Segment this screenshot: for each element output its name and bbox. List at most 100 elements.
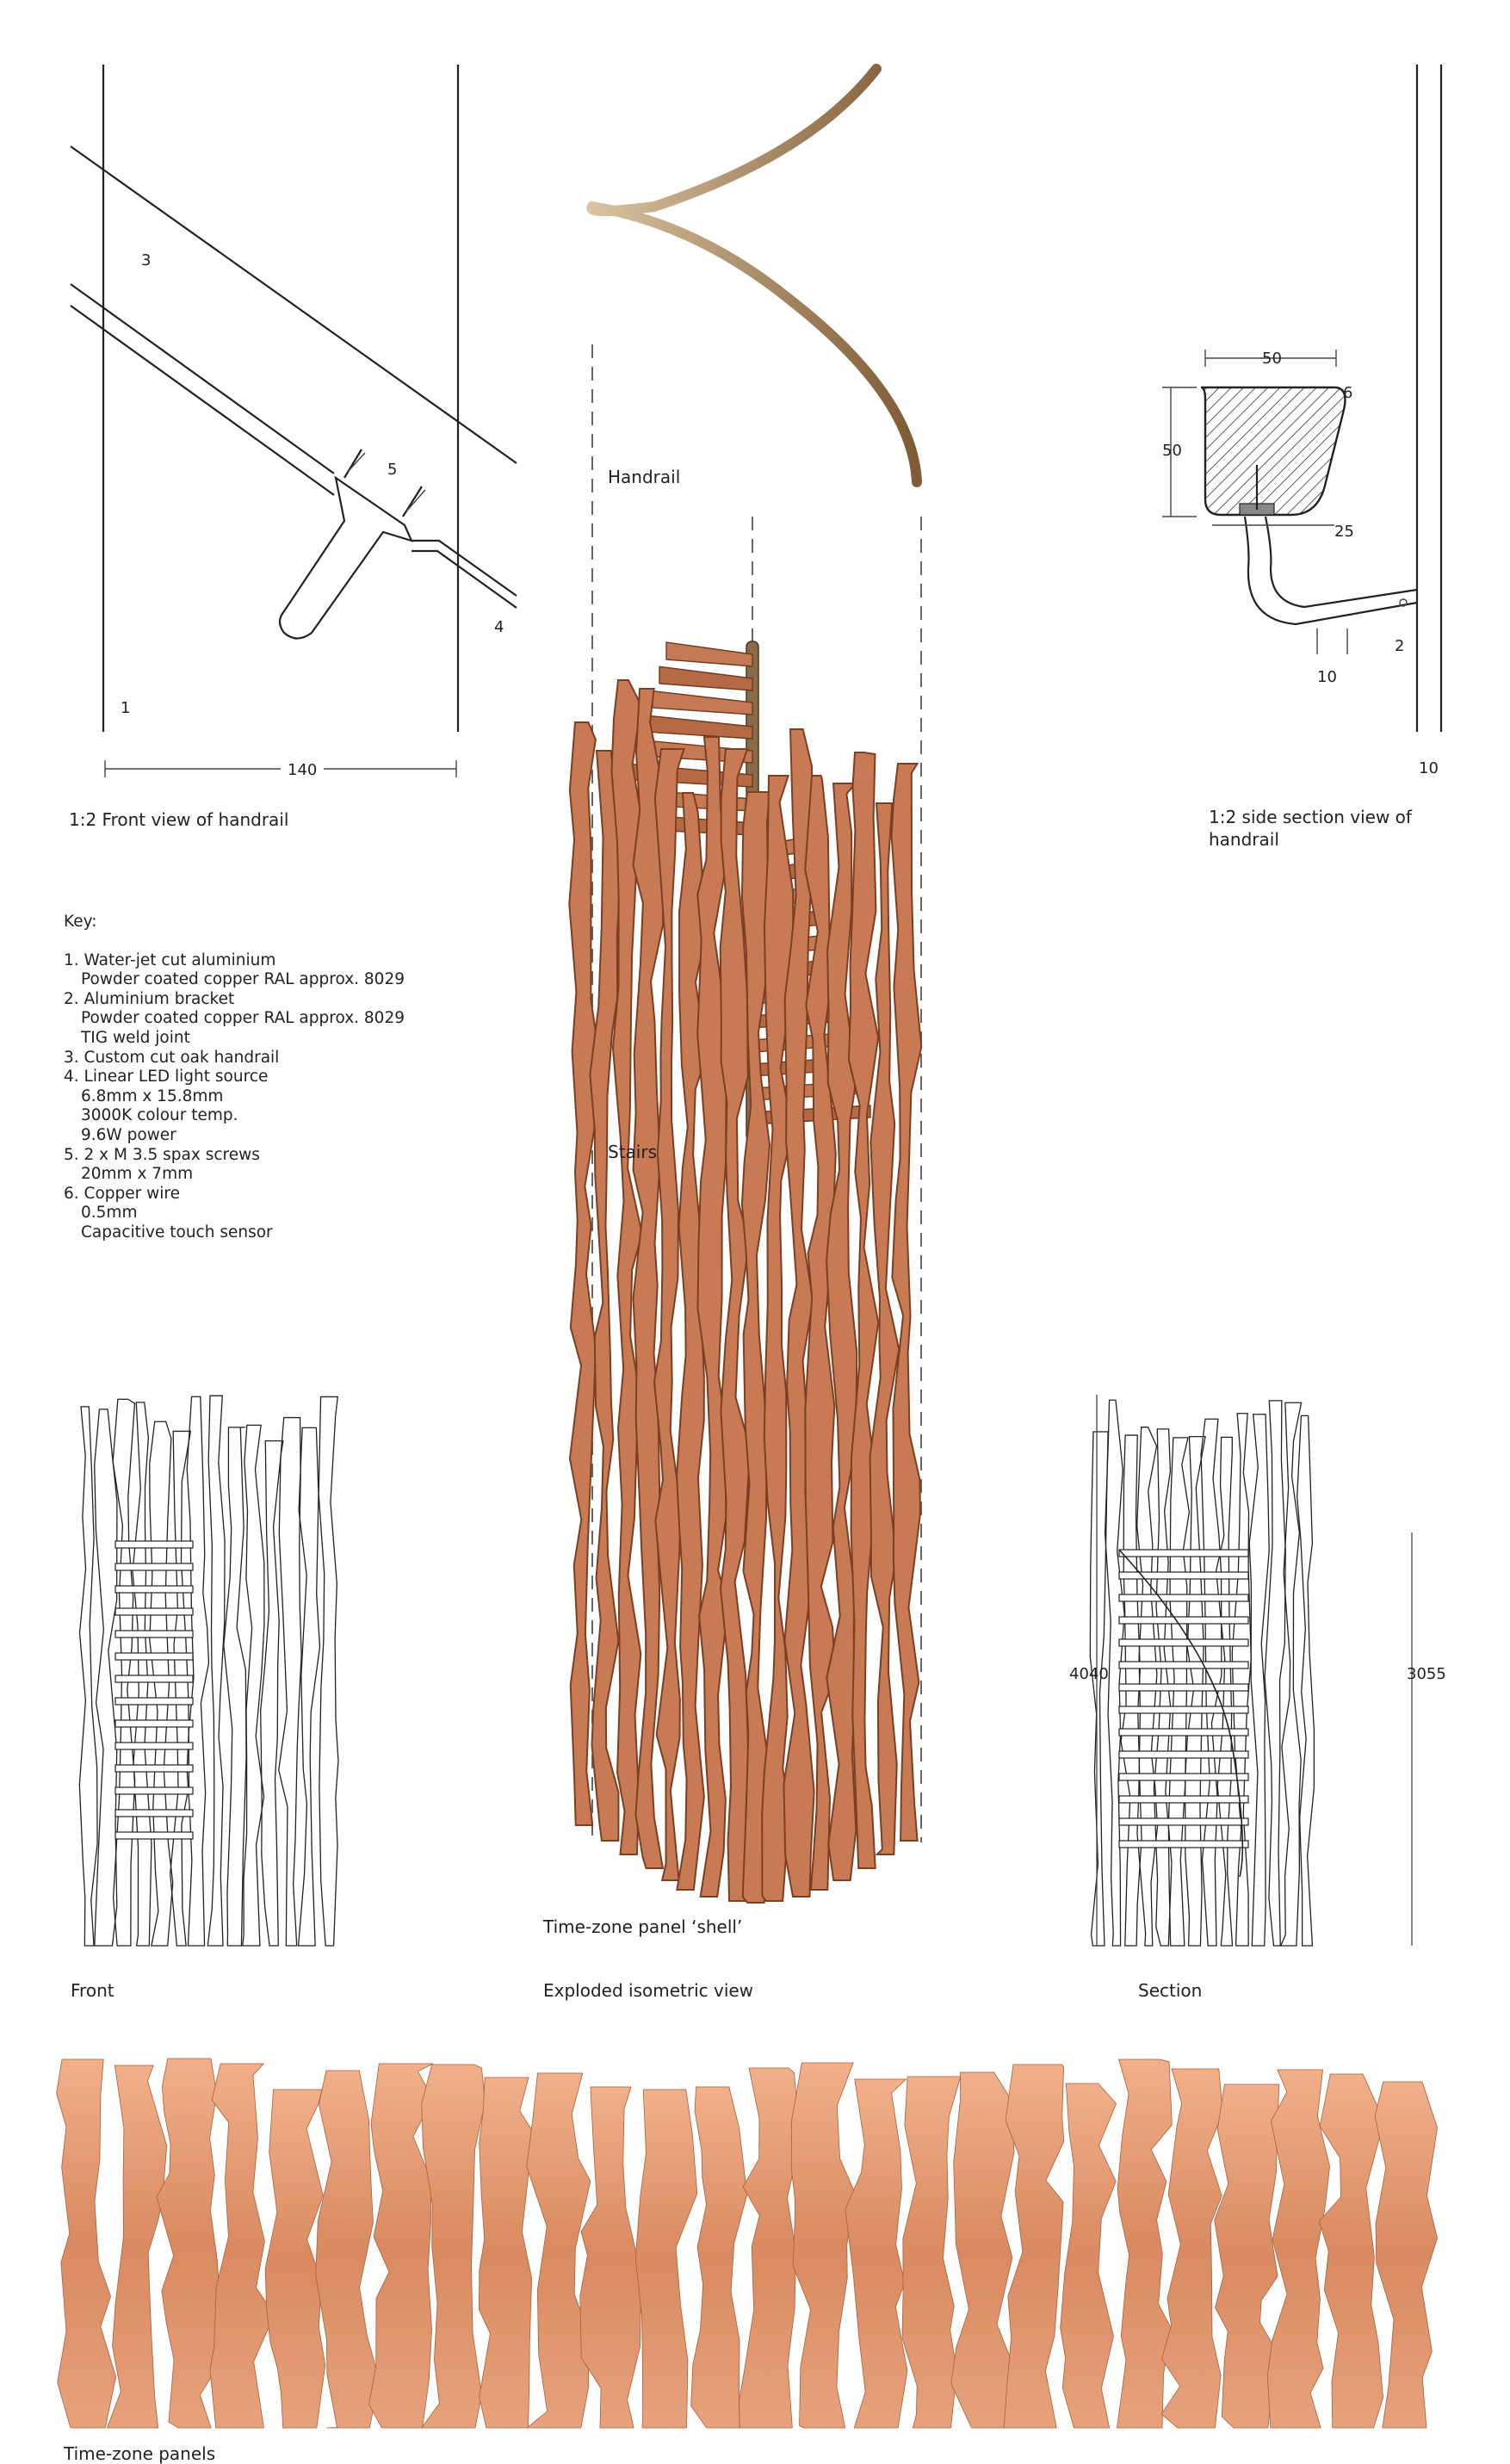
shell-strip: [653, 748, 685, 1881]
key-item-4-detail-c: 9.6W power: [81, 1125, 176, 1144]
elevation-strip: [1153, 1428, 1173, 1947]
handrail-label: Handrail: [608, 467, 681, 487]
front-elevation-drawing: [78, 1395, 339, 1947]
elevation-strip: [278, 1416, 302, 1947]
section-handrail-line: [1118, 1549, 1244, 1878]
time-zone-panel-strip: [1266, 2069, 1330, 2429]
key-item-1-detail: Powder coated copper RAL approx. 8029: [81, 970, 405, 989]
shell-strip: [804, 775, 837, 1891]
time-zone-panel-strip: [209, 2063, 275, 2429]
elevation-tread: [1118, 1750, 1249, 1759]
elevation-strip: [242, 1424, 265, 1947]
section-elevation-drawing: [1089, 1395, 1413, 1947]
key-item-3: 3. Custom cut oak handrail: [64, 1048, 280, 1067]
elevation-strip: [1185, 1435, 1206, 1947]
elevation-strip: [1248, 1414, 1270, 1947]
elevation-tread: [1118, 1638, 1249, 1647]
time-zone-panel-strip: [156, 2058, 221, 2429]
key-item-4: 4. Linear LED light source: [64, 1068, 269, 1087]
elevation-tread: [114, 1652, 194, 1661]
elevation-strip: [297, 1427, 321, 1947]
time-zone-panel-strip: [1160, 2068, 1223, 2429]
elevation-tread: [114, 1831, 194, 1840]
section-height-3055: 3055: [1407, 1665, 1446, 1683]
side-section-caption: 1:2 side section view of handrail: [1209, 807, 1412, 850]
elevation-strip: [149, 1421, 174, 1947]
elevation-tread: [114, 1697, 194, 1706]
key-item-6-detail-a: 0.5mm: [81, 1204, 138, 1223]
time-zone-panel-strip: [525, 2072, 591, 2429]
time-zone-panel-strip: [56, 2058, 116, 2429]
front-label-1: 1: [121, 699, 131, 717]
key-item-2: 2. Aluminium bracket: [64, 989, 235, 1008]
side-dim-25: 25: [1334, 523, 1354, 541]
stair-tread: [665, 641, 753, 667]
exploded-caption: Exploded isometric view: [543, 1980, 754, 2001]
exploded-view-drawing: [568, 64, 923, 1904]
elevation-strip: [94, 1408, 118, 1947]
elevation-tread: [114, 1607, 194, 1616]
section-height-4040: 4040: [1069, 1665, 1109, 1683]
time-zone-panel-strip: [1003, 2064, 1065, 2429]
elevation-tread: [114, 1563, 194, 1571]
elevation-strip: [223, 1427, 247, 1947]
time-zone-panel-strip: [315, 2070, 381, 2429]
time-zone-panel-strip: [739, 2067, 800, 2429]
elevation-strip: [1296, 1415, 1315, 1947]
elevation-strip: [207, 1395, 226, 1947]
shell-strip: [740, 791, 771, 1904]
key-item-4-detail-a: 6.8mm x 15.8mm: [81, 1087, 224, 1105]
front-label-5: 5: [387, 461, 398, 479]
elevation-tread: [114, 1675, 194, 1683]
time-zone-panel-strip: [1318, 2073, 1384, 2429]
elevation-tread: [114, 1585, 194, 1594]
elevation-tread: [1118, 1571, 1249, 1580]
shell-strip: [847, 752, 880, 1869]
shell-strip: [783, 728, 815, 1898]
elevation-strip: [170, 1430, 192, 1947]
elevation-tread: [1118, 1594, 1249, 1602]
elevation-tread: [1118, 1661, 1249, 1669]
time-zone-panels-caption: Time-zone panels: [64, 2443, 216, 2464]
key-item-5: 5. 2 x M 3.5 spax screws: [64, 1145, 260, 1164]
key-item-1: 1. Water-jet cut aluminium: [64, 950, 276, 969]
stair-tread: [645, 715, 753, 740]
time-zone-panels-drawing: [56, 2058, 1438, 2429]
time-zone-panel-strip: [1117, 2058, 1173, 2429]
shell-strip: [890, 763, 923, 1842]
side-label-6: 6: [1343, 384, 1353, 402]
elevation-strip: [1279, 1402, 1303, 1947]
elevation-strip: [112, 1398, 136, 1947]
key-item-5-detail: 20mm x 7mm: [81, 1165, 194, 1184]
elevation-tread: [1118, 1773, 1249, 1781]
key-item-4-detail-b: 3000K colour temp.: [81, 1106, 238, 1125]
time-zone-panel-strip: [1060, 2083, 1117, 2429]
elevation-strip: [1200, 1418, 1222, 1947]
time-zone-panel-strip: [950, 2071, 1015, 2429]
elevation-tread: [114, 1742, 194, 1750]
shell-strip: [632, 688, 665, 1869]
time-zone-panel-strip: [1374, 2081, 1438, 2429]
time-zone-panel-strip: [901, 2076, 962, 2429]
elevation-tread: [1118, 1795, 1249, 1804]
elevation-strip: [78, 1406, 98, 1947]
shell-strip: [719, 748, 752, 1902]
time-zone-panel-strip: [420, 2064, 486, 2429]
side-dim-height-50: 50: [1162, 442, 1182, 460]
time-zone-panel-strip: [478, 2077, 537, 2429]
key-legend: Key: 1. Water-jet cut aluminium Powder c…: [64, 913, 405, 1243]
elevation-tread: [1118, 1549, 1249, 1557]
time-zone-panel-strip: [264, 2089, 326, 2429]
stairs-label: Stairs: [608, 1142, 657, 1162]
elevation-strip: [1136, 1427, 1159, 1947]
handrail-curve: [586, 64, 922, 487]
time-zone-panel-strip: [579, 2086, 641, 2429]
time-zone-panel-strip: [106, 2065, 168, 2429]
shell-strip: [589, 750, 622, 1842]
elevation-tread: [1118, 1706, 1249, 1714]
key-title: Key:: [64, 913, 97, 931]
elevation-strip: [1104, 1399, 1125, 1947]
time-zone-panel-strip: [790, 2062, 856, 2429]
key-item-6-detail-b: Capacitive touch sensor: [81, 1223, 273, 1241]
elevation-tread: [1118, 1616, 1249, 1625]
